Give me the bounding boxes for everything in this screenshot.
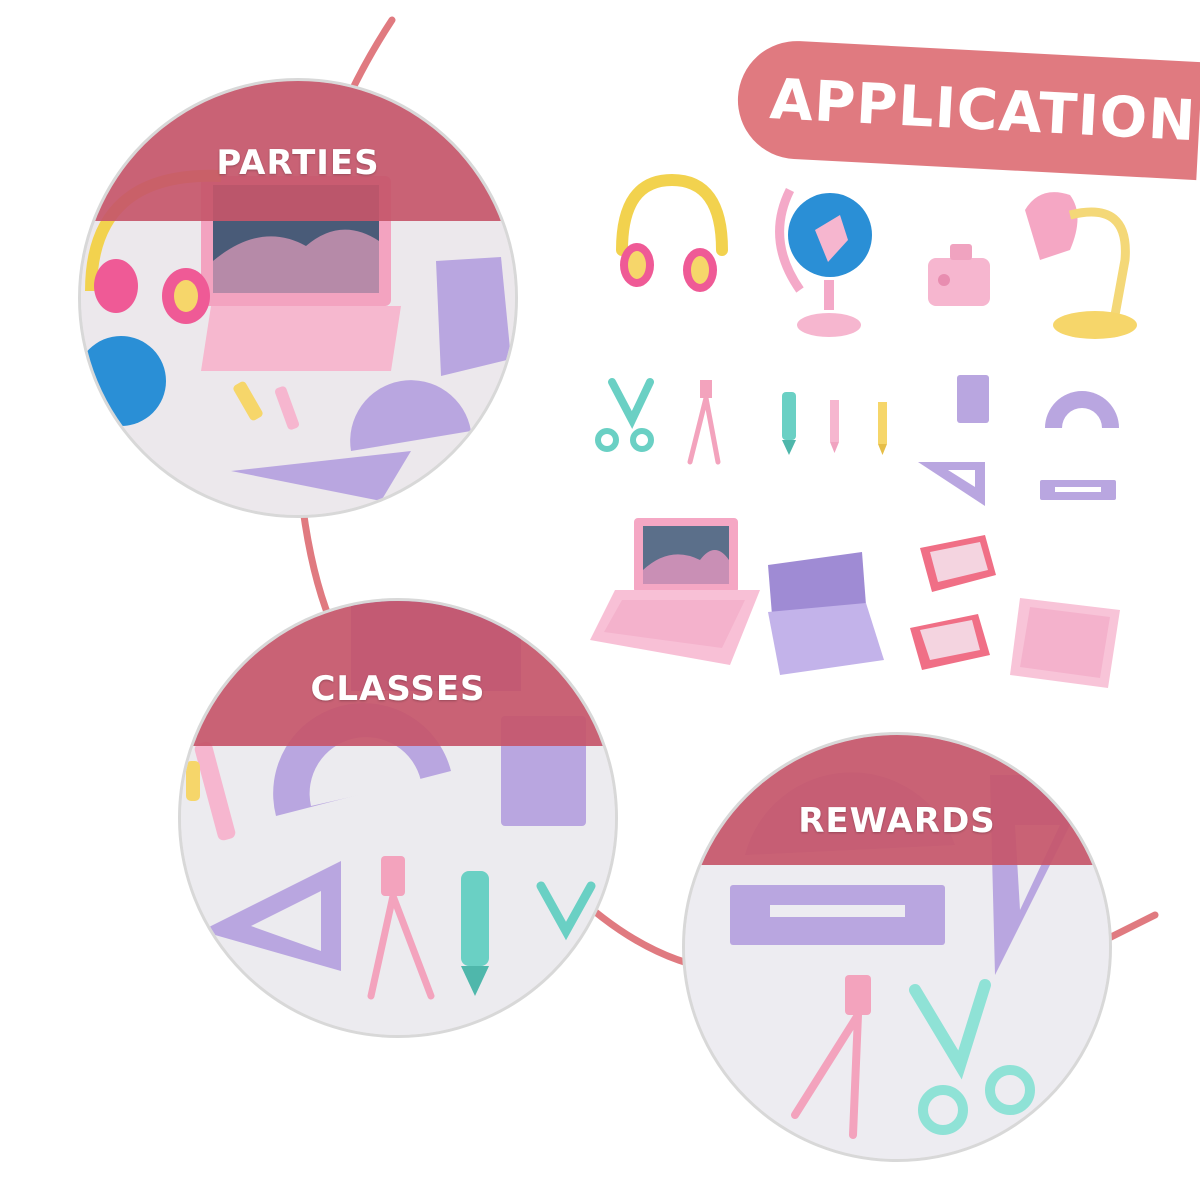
pencil-sharpener-icon: [928, 244, 990, 306]
rewards-label: REWARDS: [798, 801, 996, 841]
compass-icon: [687, 380, 721, 465]
parties-label: PARTIES: [216, 143, 380, 183]
scissors-icon: [595, 378, 654, 452]
protractor-icon: [1045, 391, 1119, 428]
pencil-icon: [830, 400, 887, 455]
notepad-icon: [957, 375, 989, 423]
classes-label-band: [181, 601, 615, 746]
parties-label-band: [81, 81, 515, 221]
globe-icon: [775, 187, 872, 337]
set-square-icon: [918, 462, 985, 506]
laptop-icon: [590, 518, 760, 665]
book-icon: [910, 535, 996, 670]
ruler-icon: [1040, 480, 1116, 500]
calculator-icon: [768, 552, 884, 675]
headphones-icon: [616, 173, 728, 292]
desk-lamp-icon: [1025, 192, 1137, 339]
crayon-icon: [782, 392, 796, 455]
scene-rewards: REWARDS: [682, 732, 1112, 1162]
classes-label: CLASSES: [310, 669, 486, 709]
tablet-icon: [1010, 598, 1120, 688]
scene-parties: PARTIES: [78, 78, 518, 518]
rewards-label-band: [685, 735, 1109, 865]
scene-classes: CLASSES: [178, 598, 618, 1038]
